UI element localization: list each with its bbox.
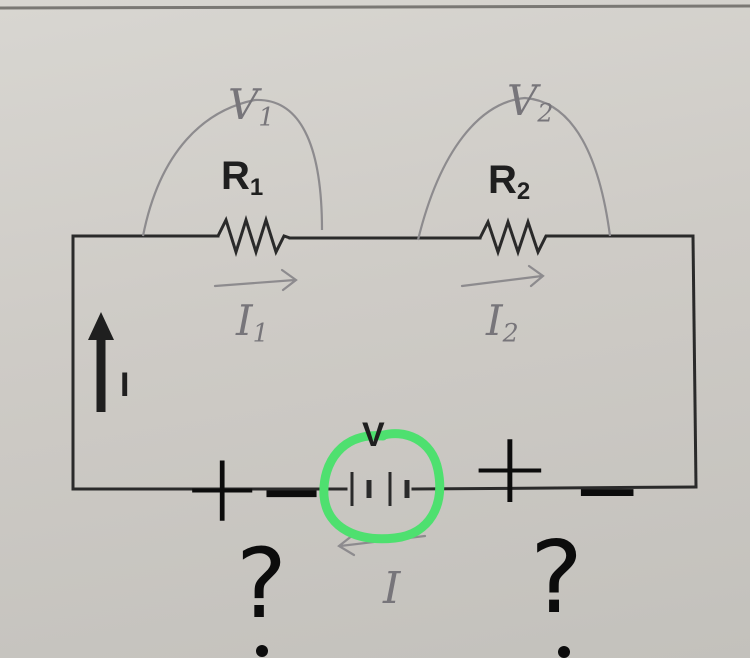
- v2-arc: [416, 96, 612, 241]
- v1-arc: [141, 98, 324, 237]
- left-current-arrow: [88, 312, 114, 412]
- circuit-wires: [71, 234, 698, 491]
- battery: [350, 472, 410, 506]
- right-plus-sign: +: [468, 409, 552, 526]
- label-r2: R2: [488, 158, 531, 205]
- right-question-dot: [558, 646, 570, 658]
- i2-arrow: [460, 264, 545, 288]
- left-question-dot: [256, 645, 268, 657]
- battery-highlight-circle: [319, 429, 445, 544]
- voltage-arcs: [141, 96, 612, 241]
- wire-bottom-right: [411, 485, 698, 491]
- page-top-edge: [0, 4, 750, 10]
- i1-arrow: [213, 268, 298, 292]
- label-i-bottom: I: [383, 563, 401, 614]
- label-i2: I2: [486, 296, 519, 348]
- label-r1: R1: [221, 154, 264, 201]
- label-v-source: V: [362, 416, 385, 454]
- label-i-left: I: [120, 366, 130, 404]
- left-question-mark: ?: [236, 528, 287, 640]
- resistor-r2: [478, 217, 550, 257]
- right-question-mark: ?: [530, 519, 584, 636]
- left-minus-sign: −: [258, 445, 326, 538]
- right-minus-sign: −: [572, 441, 643, 539]
- label-v1: V1: [228, 80, 275, 132]
- label-v2: V2: [507, 76, 554, 128]
- label-i1: I1: [236, 296, 269, 348]
- resistor-r1: [216, 214, 291, 258]
- wire-right: [691, 234, 698, 489]
- left-plus-sign: +: [182, 432, 263, 544]
